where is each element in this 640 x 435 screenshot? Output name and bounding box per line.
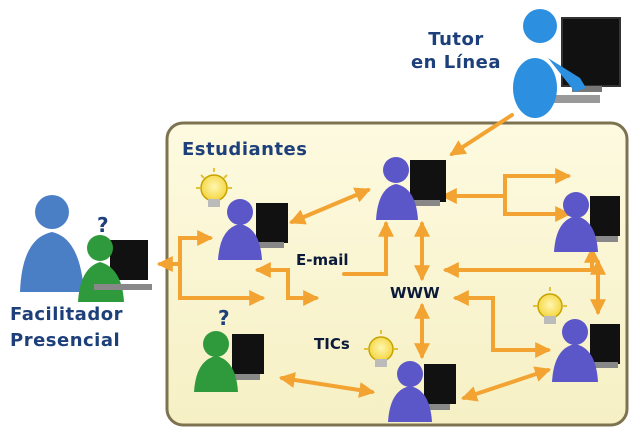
arrow-right-branch-mid: [503, 194, 572, 222]
arrow-bottom-right: [460, 366, 552, 402]
www-node-label: WWW: [390, 284, 440, 302]
monitor-icon: [424, 364, 456, 404]
student-bottom-center: [388, 361, 456, 422]
monitor-icon: [590, 324, 620, 364]
tutor-figure: [513, 9, 621, 118]
person-icon: [562, 319, 588, 345]
connection-arrows: [156, 113, 606, 402]
monitor-icon: [590, 196, 620, 236]
email-node-label: E-mail: [296, 251, 349, 269]
tics-node-label: TICs: [314, 335, 350, 353]
person-icon: [203, 331, 229, 357]
person-icon: [397, 361, 423, 387]
arrow-facilitator-branch-up: [178, 230, 214, 266]
monitor-icon: [232, 334, 264, 374]
tutor-label-line2: en Línea: [411, 52, 501, 73]
question-mark-student: ?: [218, 306, 230, 330]
student-left: [218, 199, 288, 260]
student-right-top: [554, 192, 620, 252]
facilitator-label-line1: Facilitador: [10, 304, 123, 325]
monitor-icon: [410, 160, 446, 202]
student-bottom-left: [194, 331, 264, 392]
arrow-student-left-top: [289, 187, 371, 225]
question-mark-facilitator: ?: [97, 213, 109, 237]
lightbulb-icon: [533, 287, 567, 324]
students-label: Estudiantes: [182, 139, 307, 160]
person-icon: [513, 58, 557, 118]
person-icon: [35, 195, 69, 229]
arrow-email-to-top: [342, 220, 394, 276]
person-icon: [227, 199, 253, 225]
arrow-facilitator-branch-down: [178, 262, 266, 306]
lightbulb-icon: [364, 330, 398, 367]
monitor-icon: [110, 240, 148, 280]
arrow-www-right-2: [452, 290, 552, 358]
arrow-top-right: [440, 168, 572, 204]
facilitator-label-line2: Presencial: [10, 330, 120, 351]
arrow-tutor-to-students: [449, 113, 514, 156]
person-icon: [87, 235, 113, 261]
arrow-bottom-left: [278, 372, 376, 398]
student-right-bottom: [552, 319, 620, 382]
student-top-center: [376, 157, 446, 220]
lightbulb-icon: [196, 168, 232, 207]
person-icon: [383, 157, 409, 183]
tutor-label-line1: Tutor: [428, 29, 483, 50]
monitor-icon: [256, 203, 288, 243]
facilitator-figure: [20, 195, 152, 302]
person-icon: [563, 192, 589, 218]
